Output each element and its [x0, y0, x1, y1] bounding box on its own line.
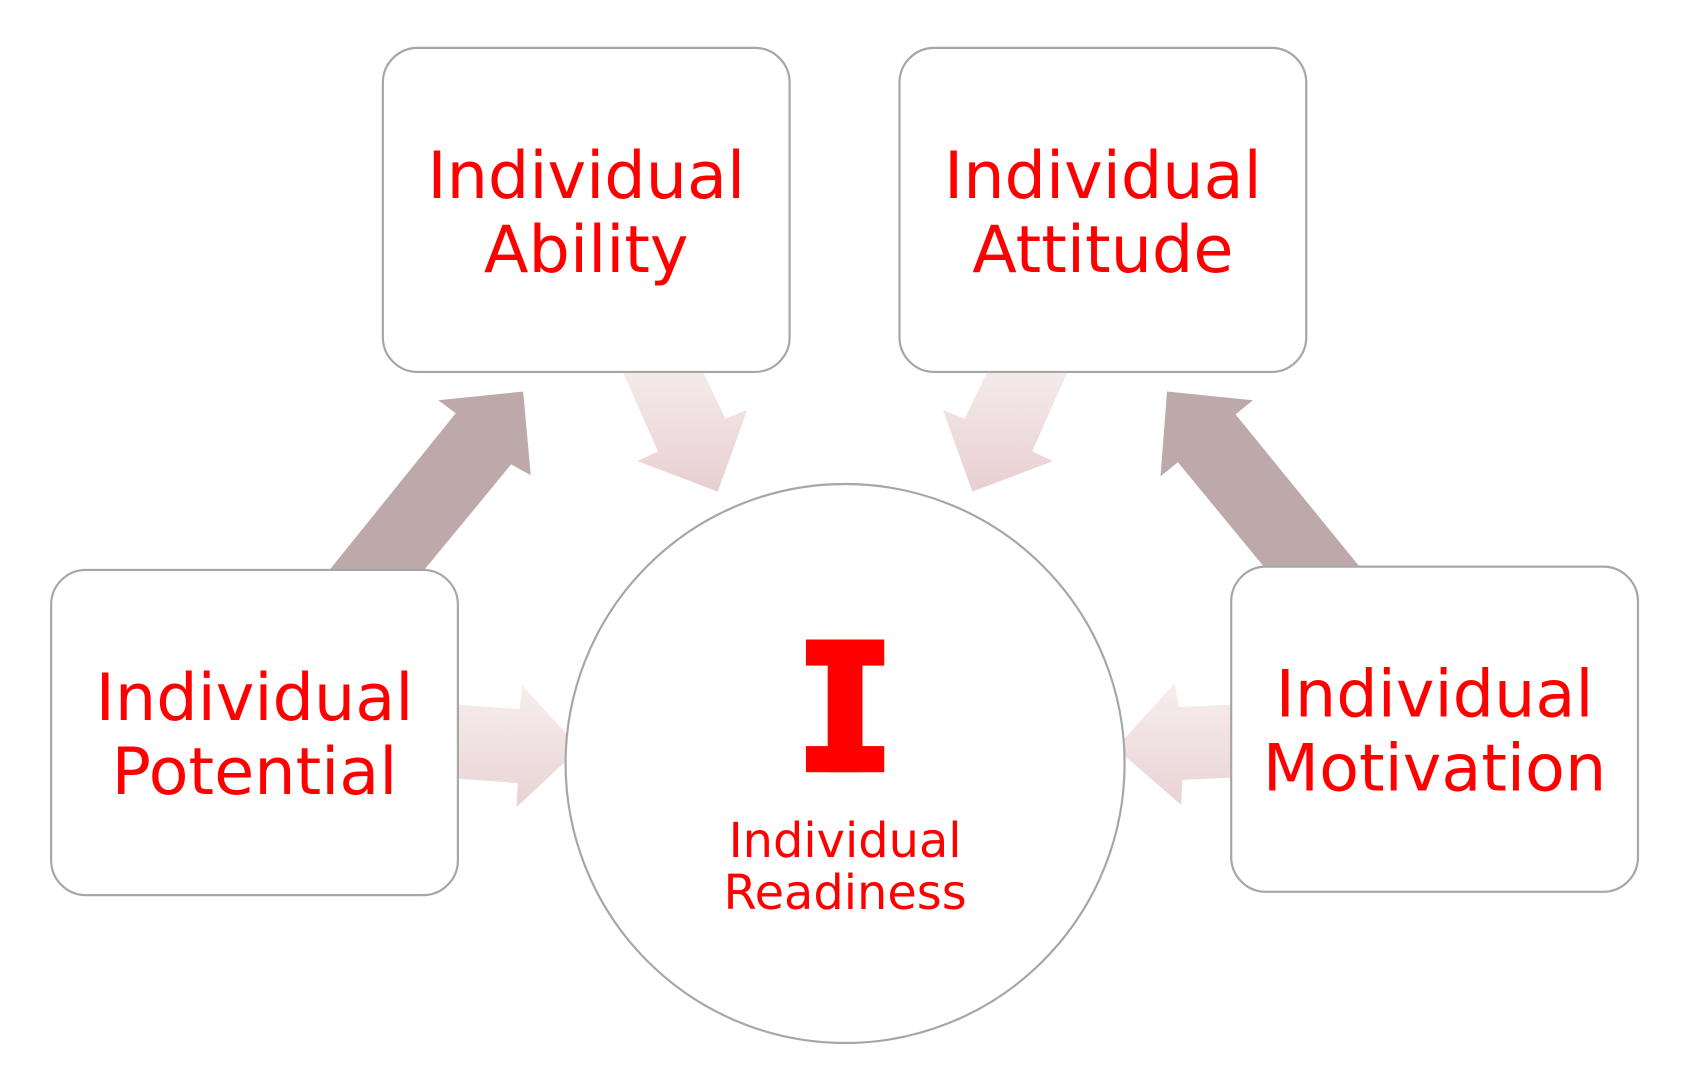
node-ability-line2: Ability: [484, 212, 689, 288]
arrow-potential-to-ability: [329, 391, 531, 570]
arrow-motivation-to-readiness: [1115, 683, 1232, 805]
arrow-ability-to-readiness: [623, 373, 748, 492]
arrow-potential-to-readiness: [458, 685, 580, 808]
node-potential-line1: Individual: [96, 660, 414, 736]
node-motivation-line1: Individual: [1276, 657, 1594, 733]
node-ability-line1: Individual: [427, 138, 745, 214]
arrow-attitude-to-readiness: [942, 373, 1067, 492]
node-potential: Individual Potential: [50, 568, 459, 897]
readiness-letter-i-icon: [805, 639, 885, 773]
node-ability: Individual Ability: [381, 46, 791, 374]
node-attitude-line1: Individual: [944, 138, 1262, 214]
node-readiness-line2: Readiness: [724, 866, 967, 921]
node-motivation-line2: Motivation: [1263, 731, 1607, 807]
node-readiness-line1: Individual: [729, 814, 962, 869]
arrow-motivation-to-attitude: [1160, 391, 1360, 567]
node-potential-line2: Potential: [112, 734, 398, 810]
node-readiness: Individual Readiness: [564, 482, 1126, 1045]
node-attitude-line2: Attitude: [972, 212, 1233, 288]
node-attitude: Individual Attitude: [898, 46, 1308, 374]
node-motivation: Individual Motivation: [1230, 565, 1640, 893]
